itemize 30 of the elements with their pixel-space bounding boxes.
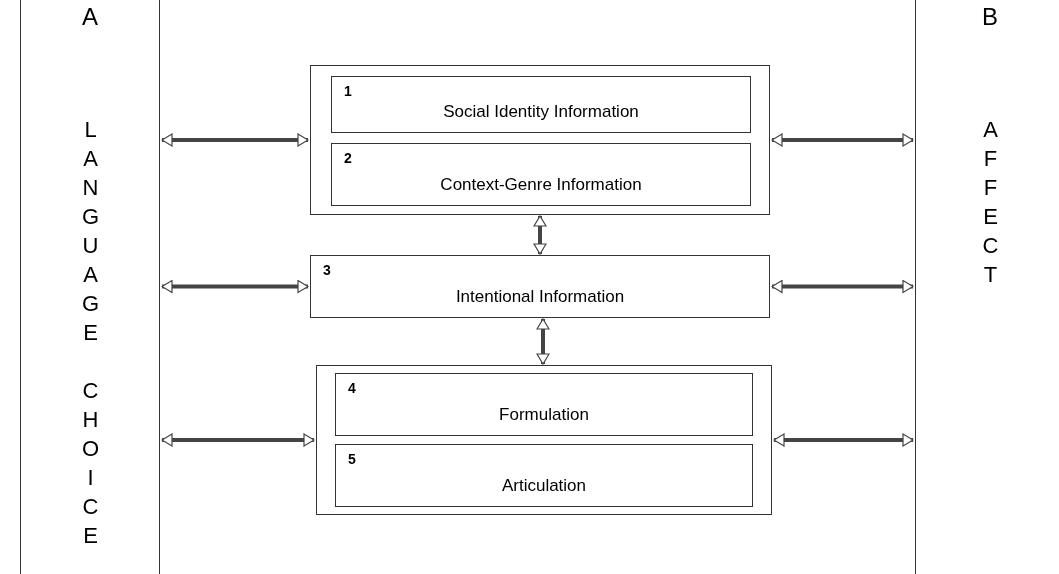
process-box (335, 444, 753, 507)
step-number: 4 (348, 380, 356, 396)
group-box (310, 65, 770, 215)
double-arrow (533, 215, 547, 255)
side-panel (20, 0, 160, 574)
step-label: Intentional Information (454, 287, 626, 307)
step-number: 2 (344, 150, 352, 166)
vertical-title: LANGUAGE CHOICE (77, 117, 103, 552)
double-arrow (161, 133, 309, 147)
process-box (331, 76, 751, 133)
step-label: Context-Genre Information (439, 175, 643, 195)
step-label: Formulation (498, 405, 590, 425)
panel-letter: A (81, 3, 99, 31)
double-arrow (161, 279, 309, 294)
step-number: 5 (348, 451, 356, 467)
double-arrow (536, 318, 550, 365)
double-arrow (161, 433, 315, 447)
panel-letter: B (981, 3, 999, 31)
step-label: Articulation (500, 476, 588, 496)
group-box (316, 365, 772, 515)
double-arrow (771, 133, 914, 147)
process-box (310, 255, 770, 318)
process-box (335, 373, 753, 436)
vertical-title: AFFECT (977, 117, 1003, 291)
double-arrow (771, 279, 914, 294)
step-number: 1 (344, 83, 352, 99)
process-box (331, 143, 751, 206)
double-arrow (773, 433, 914, 447)
step-number: 3 (323, 262, 331, 278)
step-label: Social Identity Information (442, 102, 640, 122)
